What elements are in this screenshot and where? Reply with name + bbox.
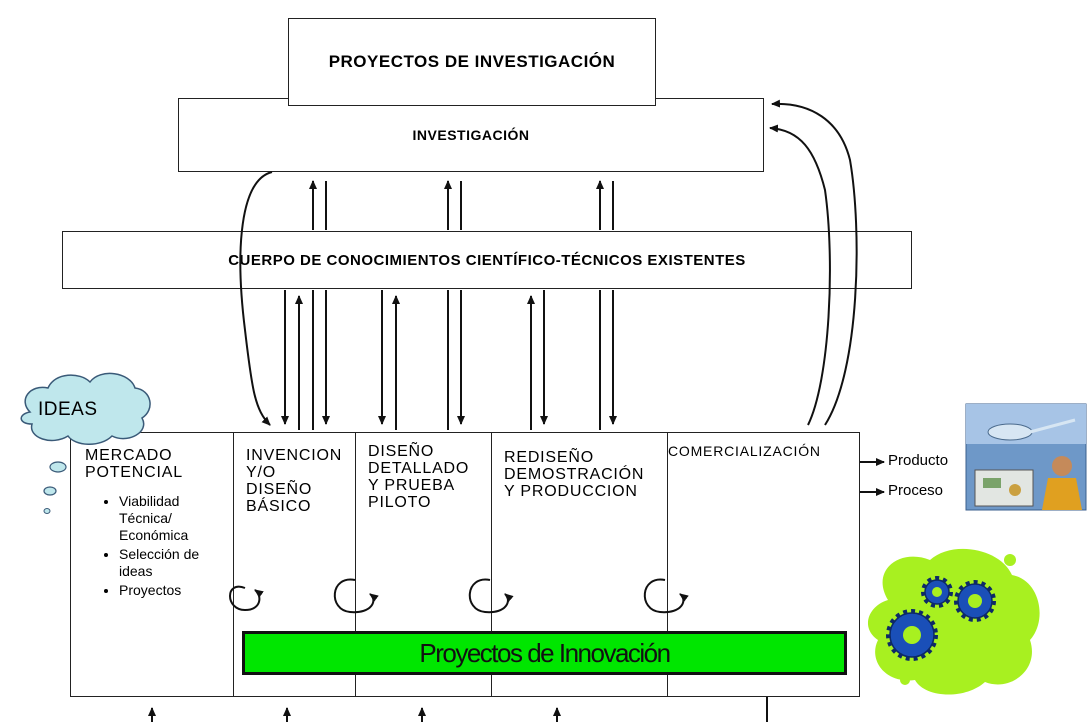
- cuerpo-conocimientos-box: CUERPO DE CONOCIMIENTOS CIENTÍFICO-TÉCNI…: [62, 231, 912, 289]
- output-producto: Producto: [888, 452, 949, 469]
- bullet-proyectos: Proyectos: [119, 582, 233, 599]
- stage-mercado-potencial: MERCADO POTENCIAL Viabilidad Técnica/ Ec…: [71, 433, 234, 696]
- bullet-seleccion: Selección de ideas: [119, 546, 233, 580]
- stage-comercializacion-title: COMERCIALIZACIÓN: [668, 443, 821, 459]
- stage-invencion: INVENCION Y/O DISEÑO BÁSICO: [234, 433, 356, 696]
- proyectos-innovacion-bar: Proyectos de Innovación: [242, 631, 847, 675]
- proyectos-innovacion-label: Proyectos de Innovación: [419, 637, 671, 668]
- stage-invencion-title: INVENCION Y/O DISEÑO BÁSICO: [246, 447, 343, 515]
- thought-cloud-icon: [20, 372, 151, 514]
- proyectos-investigacion-box: PROYECTOS DE INVESTIGACIÓN: [288, 18, 656, 106]
- gears-icon: [867, 548, 1040, 695]
- ideas-label: IDEAS: [38, 399, 98, 420]
- investigacion-box: INVESTIGACIÓN: [178, 98, 764, 172]
- stage-mercado-title: MERCADO POTENCIAL: [85, 447, 183, 481]
- proyectos-investigacion-label: PROYECTOS DE INVESTIGACIÓN: [328, 52, 616, 71]
- stage-diseno-detallado: DISEÑO DETALLADO Y PRUEBA PILOTO: [356, 433, 492, 696]
- cuerpo-conocimientos-label: CUERPO DE CONOCIMIENTOS CIENTÍFICO-TÉCNI…: [228, 251, 746, 269]
- mercado-bullet-list: Viabilidad Técnica/ Económica Selección …: [89, 493, 233, 601]
- investigacion-label: INVESTIGACIÓN: [412, 127, 530, 143]
- bullet-viabilidad: Viabilidad Técnica/ Económica: [119, 493, 233, 544]
- output-proceso: Proceso: [888, 482, 944, 499]
- stage-rediseno-title: REDISEÑO DEMOSTRACIÓN Y PRODUCCION: [504, 449, 645, 500]
- lab-scene-icon: [965, 403, 1087, 511]
- stage-diseno-title: DISEÑO DETALLADO Y PRUEBA PILOTO: [368, 443, 470, 511]
- stage-rediseno: REDISEÑO DEMOSTRACIÓN Y PRODUCCION: [492, 433, 668, 696]
- stage-comercializacion: COMERCIALIZACIÓN: [668, 433, 858, 696]
